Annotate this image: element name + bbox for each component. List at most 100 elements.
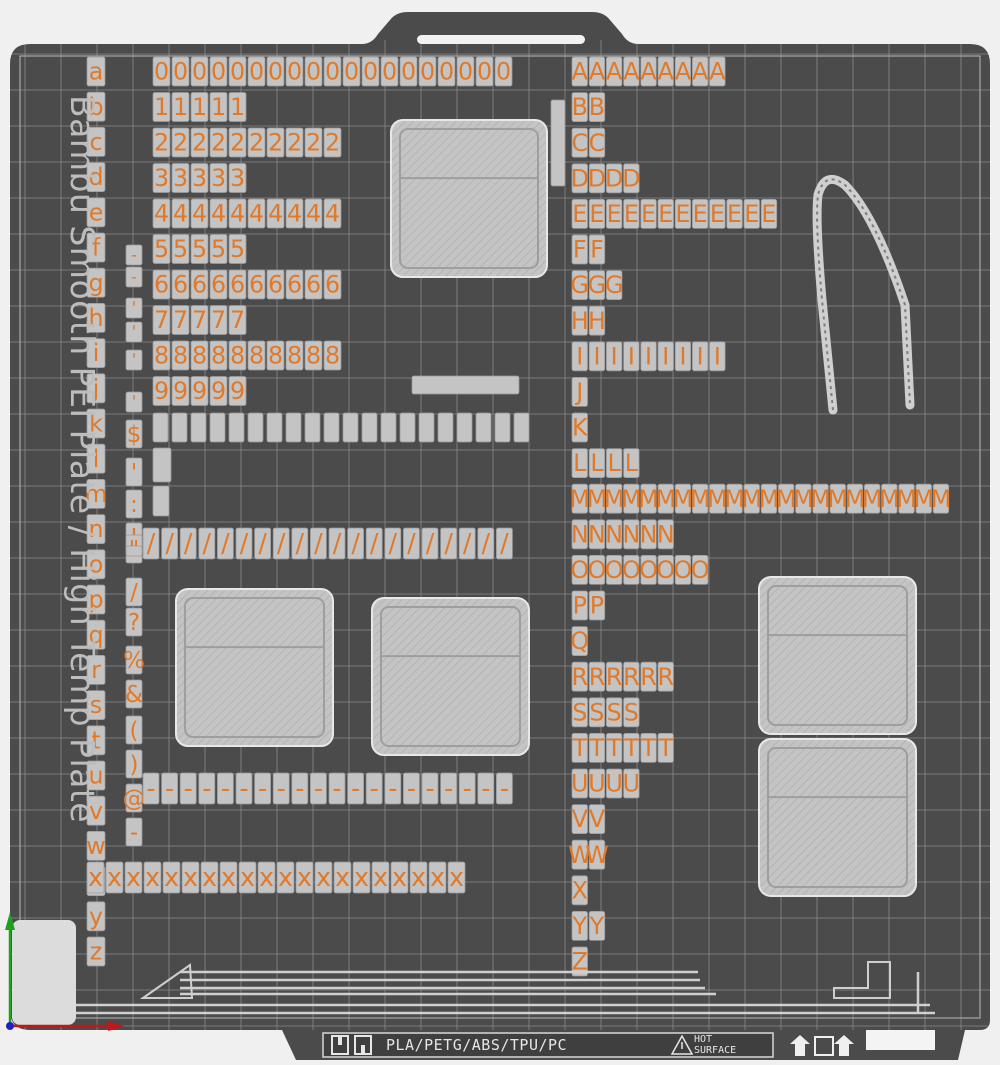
bridge-test-lines	[76, 961, 935, 1015]
x-tile: x	[238, 861, 257, 894]
upper-tile: M	[638, 483, 659, 514]
svg-text:-: -	[277, 773, 286, 803]
svg-text:A: A	[675, 58, 692, 86]
hot-surface-label-line2: SURFACE	[694, 1045, 737, 1056]
svg-text:x: x	[183, 862, 198, 892]
svg-text:-: -	[202, 773, 211, 803]
upper-tile: Z	[571, 946, 588, 977]
digit-tile: 6	[247, 269, 266, 300]
digit-tile: 8	[304, 340, 323, 371]
svg-text:-: -	[221, 773, 230, 803]
upper-tile: E	[588, 198, 606, 229]
digit-tile: 0	[361, 56, 380, 87]
upper-tile: M	[776, 483, 797, 514]
dash-tile: -	[216, 772, 234, 805]
symbol-tile	[125, 545, 143, 557]
svg-text:8: 8	[268, 342, 283, 370]
svg-text:x: x	[202, 862, 217, 892]
svg-text:M: M	[776, 485, 797, 513]
svg-text:0: 0	[363, 58, 378, 86]
svg-text:H: H	[588, 307, 606, 335]
svg-text:e: e	[89, 198, 104, 226]
svg-text:S: S	[572, 698, 587, 726]
symbol-tile: '	[125, 349, 143, 371]
digit-tile: 0	[228, 56, 247, 87]
upper-tile: V	[588, 804, 606, 834]
svg-text:L: L	[573, 449, 587, 477]
digit-tile: 9	[152, 376, 171, 406]
upper-tile: R	[640, 661, 657, 692]
hot-surface-label-line1: HOT	[694, 1034, 713, 1045]
svg-text:1: 1	[230, 93, 245, 121]
plate-orientation-icon	[790, 1035, 854, 1056]
upper-tile: D	[605, 163, 623, 194]
digit-tile: 9	[228, 376, 247, 406]
svg-text:0: 0	[382, 58, 397, 86]
svg-text:0: 0	[325, 58, 340, 86]
svg-text:o: o	[89, 550, 104, 578]
digit-tile: 9	[171, 376, 190, 406]
letter-tile-p: p	[86, 584, 106, 615]
digit-tile: 2	[152, 127, 171, 158]
blank-block-tile	[152, 447, 172, 483]
horizontal-bar-tile	[411, 375, 520, 395]
digit-tile: 8	[285, 340, 304, 371]
x-tile: x	[352, 861, 371, 894]
svg-text:T: T	[657, 734, 673, 762]
symbol-tile: ?	[125, 607, 143, 637]
blank-bar-tile	[494, 412, 511, 443]
svg-text:M: M	[913, 485, 934, 513]
svg-text:/: /	[407, 528, 416, 558]
svg-text:0: 0	[401, 58, 416, 86]
svg-text:W: W	[585, 841, 609, 869]
svg-text:O: O	[639, 556, 658, 584]
upper-tile: D	[588, 163, 606, 194]
dash-tile: -	[328, 772, 346, 805]
svg-text:W: W	[568, 841, 592, 869]
svg-text:5: 5	[173, 235, 188, 263]
svg-text:-: -	[463, 773, 472, 803]
svg-text:M: M	[621, 485, 642, 513]
slash-tile: /	[495, 527, 513, 560]
digit-tile: 5	[152, 234, 171, 264]
svg-text:j: j	[92, 374, 100, 402]
svg-text:Q: Q	[570, 627, 589, 655]
upper-tile: E	[760, 198, 778, 229]
svg-text:/: /	[184, 528, 193, 558]
x-tile: x	[105, 861, 124, 894]
upper-tile: I	[571, 341, 588, 372]
svg-text:I: I	[611, 342, 618, 370]
upper-tile: O	[639, 555, 658, 585]
svg-text:r: r	[91, 656, 101, 684]
svg-text:-: -	[407, 773, 416, 803]
svg-text:/: /	[130, 580, 138, 606]
symbol-tile: '	[125, 321, 143, 343]
svg-text:I: I	[576, 342, 583, 370]
svg-text:F: F	[590, 236, 604, 264]
digit-tile: 8	[323, 340, 342, 371]
digit-tile: 4	[190, 198, 209, 229]
svg-text:3: 3	[230, 164, 245, 192]
svg-text:7: 7	[173, 306, 188, 334]
symbol-tile: '	[125, 457, 143, 487]
upper-tile: R	[657, 661, 674, 692]
svg-text:/: /	[258, 528, 267, 558]
upper-tile: E	[743, 198, 760, 229]
x-tile: x	[295, 861, 314, 894]
svg-text:x: x	[392, 862, 407, 892]
svg-text:': '	[131, 460, 137, 486]
digit-tile: 4	[209, 198, 228, 229]
digit-tile: 0	[304, 56, 323, 87]
upper-tile: I	[640, 341, 657, 372]
digit-tile: 7	[228, 305, 247, 335]
x-tile: x	[428, 861, 447, 894]
symbol-tile: '	[125, 391, 143, 413]
symbol-tile: &	[125, 679, 143, 709]
svg-text:x: x	[107, 862, 122, 892]
svg-text:L: L	[608, 449, 622, 477]
upper-tile: T	[657, 733, 674, 763]
upper-tile: A	[709, 56, 726, 87]
upper-tile: I	[606, 341, 623, 372]
svg-text:d: d	[88, 163, 103, 191]
